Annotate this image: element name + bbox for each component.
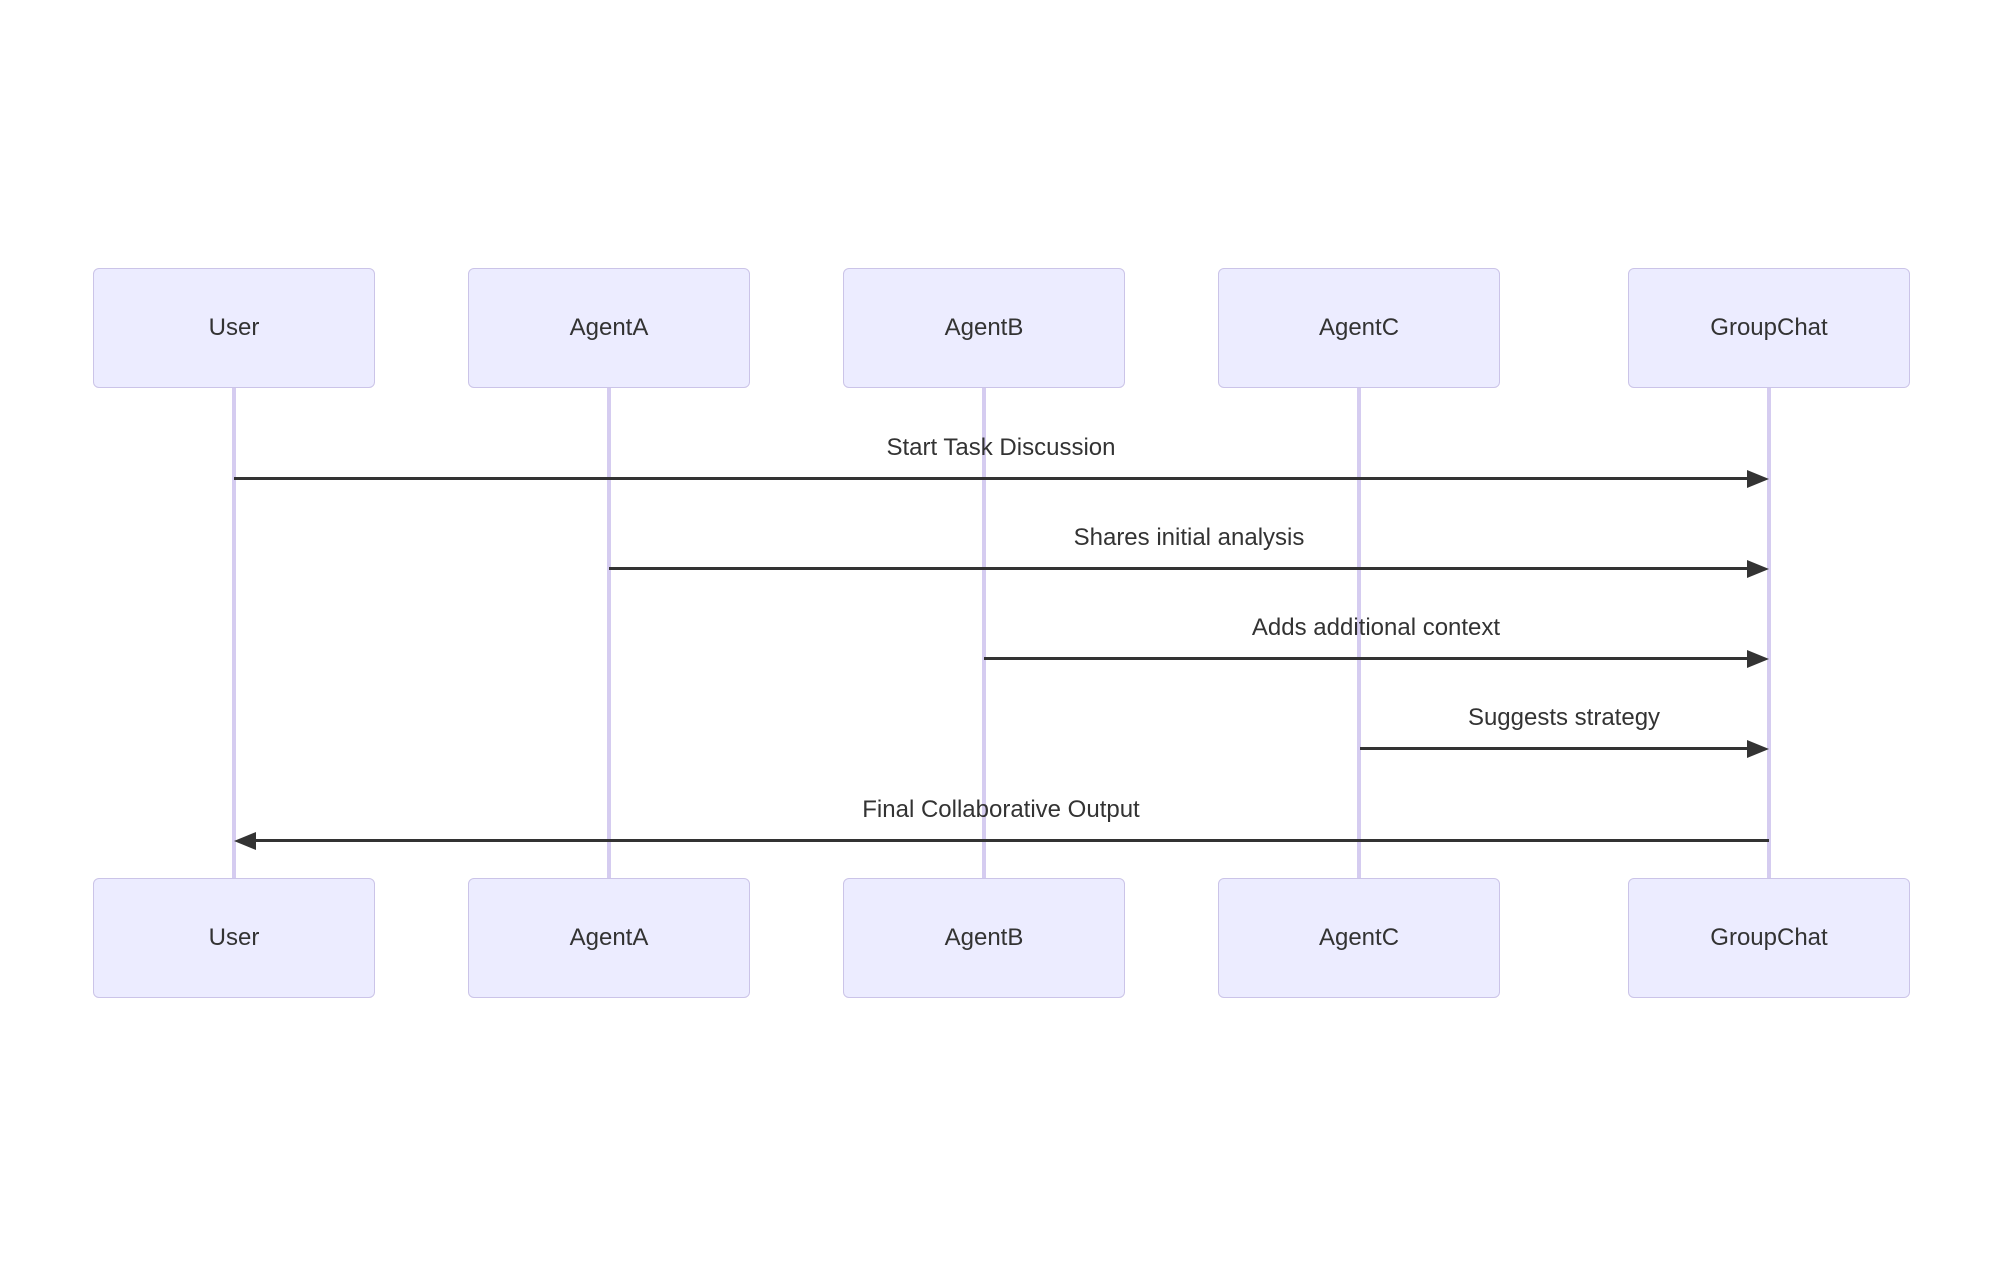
- actor-label: User: [208, 924, 260, 951]
- actor-label: AgentA: [569, 314, 649, 341]
- lifeline-groupchat: [1767, 388, 1771, 878]
- lifeline-agenta: [607, 388, 611, 878]
- actor-box-groupchat-bottom: GroupChat: [1628, 878, 1910, 998]
- lifeline-user: [232, 388, 236, 878]
- actor-box-agentb-bottom: AgentB: [843, 878, 1125, 998]
- message-label: Suggests strategy: [1467, 704, 1661, 731]
- actor-box-user-top: User: [93, 268, 375, 388]
- actor-label: AgentB: [944, 314, 1024, 341]
- actor-box-groupchat-top: GroupChat: [1628, 268, 1910, 388]
- actor-label: GroupChat: [1710, 924, 1828, 951]
- message-line: [1360, 747, 1751, 750]
- message-line: [984, 657, 1751, 660]
- message-line: [609, 567, 1751, 570]
- lifeline-agentb: [982, 388, 986, 878]
- actor-box-agentc-bottom: AgentC: [1218, 878, 1500, 998]
- message-label: Final Collaborative Output: [862, 796, 1140, 823]
- actor-box-agentc-top: AgentC: [1218, 268, 1500, 388]
- actor-box-agenta-bottom: AgentA: [468, 878, 750, 998]
- actor-label: User: [208, 314, 260, 341]
- arrowhead-right-icon: [1747, 740, 1769, 758]
- lifeline-agentc: [1357, 388, 1361, 878]
- arrowhead-right-icon: [1747, 650, 1769, 668]
- actor-label: AgentB: [944, 924, 1024, 951]
- arrowhead-right-icon: [1747, 470, 1769, 488]
- message-label: Adds additional context: [1251, 614, 1501, 641]
- actor-label: AgentA: [569, 924, 649, 951]
- actor-box-user-bottom: User: [93, 878, 375, 998]
- actor-label: GroupChat: [1710, 314, 1828, 341]
- arrowhead-left-icon: [234, 832, 256, 850]
- actor-label: AgentC: [1318, 314, 1400, 341]
- message-line: [234, 477, 1751, 480]
- message-label: Shares initial analysis: [1073, 524, 1305, 551]
- message-line: [252, 839, 1769, 842]
- actor-box-agentb-top: AgentB: [843, 268, 1125, 388]
- actor-box-agenta-top: AgentA: [468, 268, 750, 388]
- arrowhead-right-icon: [1747, 560, 1769, 578]
- message-label: Start Task Discussion: [886, 434, 1116, 461]
- actor-label: AgentC: [1318, 924, 1400, 951]
